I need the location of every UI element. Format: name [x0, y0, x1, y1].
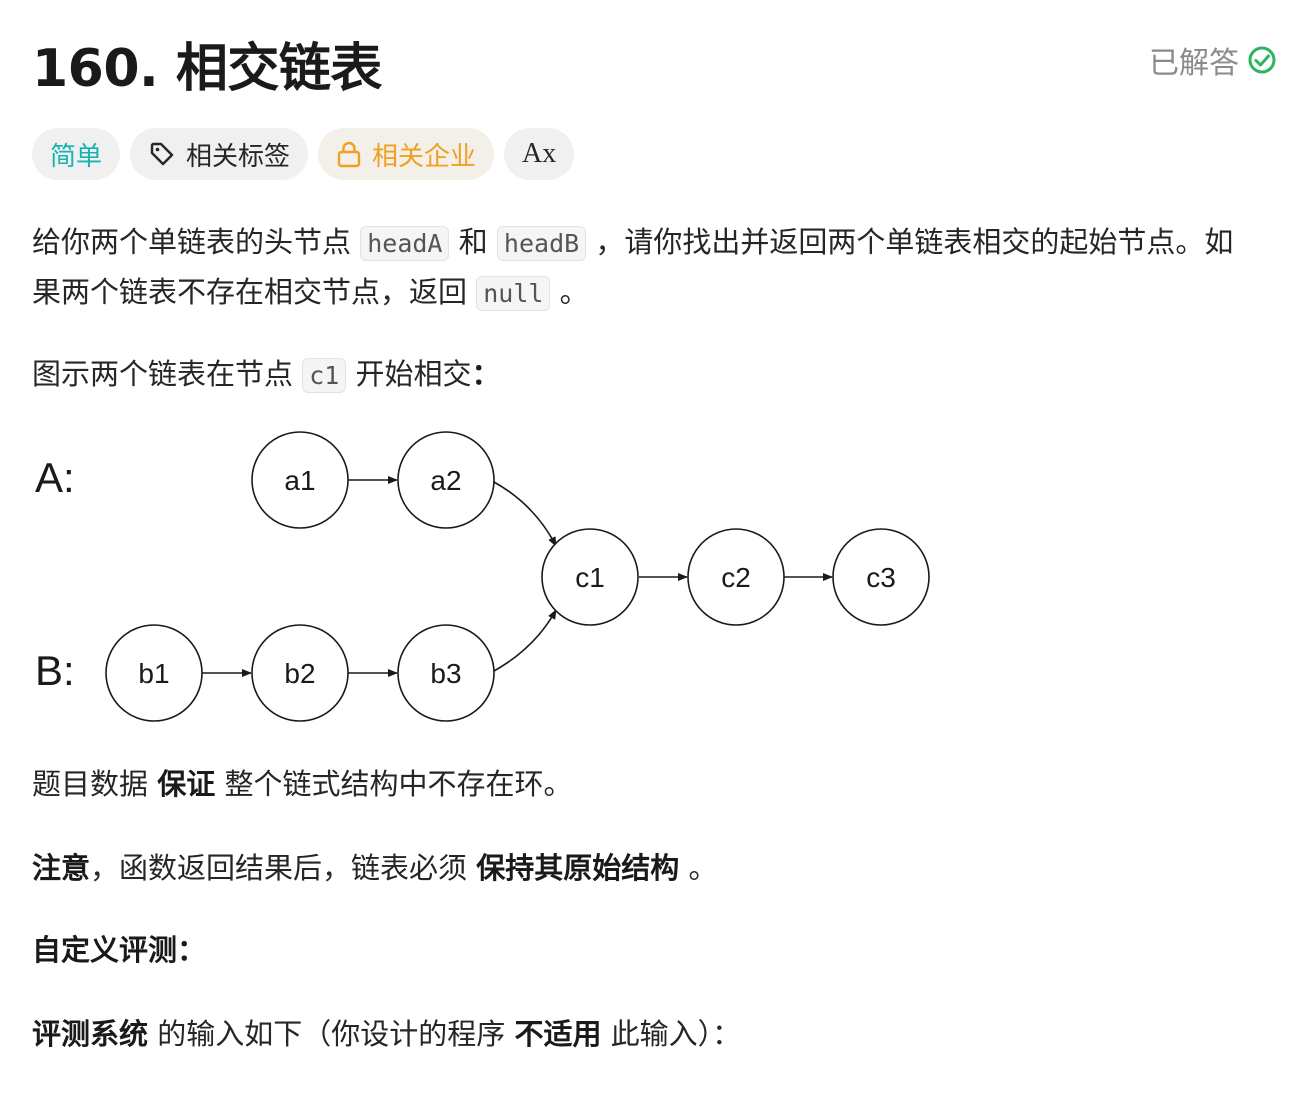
linked-list-diagram: A: B: a1 a2 c1 c2 c3 b1 b2 b3 — [35, 431, 930, 722]
solved-label: 已解答 — [1149, 46, 1239, 81]
node-b2: b2 — [251, 624, 349, 722]
svg-text:c2: c2 — [721, 562, 751, 593]
description-paragraph-1: 给你两个单链表的头节点 headA 和 headB ，请你找出并返回两个单链表相… — [32, 225, 1234, 311]
edge-b3-c1 — [493, 609, 557, 672]
description-paragraph-3: 题目数据 保证 整个链式结构中不存在环。 — [32, 767, 573, 801]
problem-title: 160. 相交链表 — [32, 39, 382, 99]
edge-a2-c1 — [493, 481, 557, 547]
svg-text:b3: b3 — [430, 658, 461, 689]
description-paragraph-4: 注意，函数返回结果后，链表必须 保持其原始结构 。 — [32, 851, 718, 885]
solved-status: 已解答 — [1149, 38, 1277, 82]
svg-text:c3: c3 — [866, 562, 896, 593]
lock-icon — [336, 140, 362, 168]
node-c1: c1 — [541, 528, 639, 626]
description-paragraph-2: 图示两个链表在节点 c1 开始相交： — [32, 357, 501, 393]
difficulty-label: 简单 — [50, 141, 103, 172]
node-b1: b1 — [105, 624, 203, 722]
translate-button[interactable]: Ax — [504, 128, 575, 180]
node-b3: b3 — [397, 624, 495, 722]
tag-icon — [148, 140, 176, 168]
related-tags-button[interactable]: 相关标签 — [130, 128, 309, 180]
related-companies-label: 相关企业 — [372, 141, 477, 172]
problem-header: 160. 相交链表 已解答 — [32, 24, 1277, 99]
node-c2: c2 — [687, 528, 785, 626]
node-c3: c3 — [832, 528, 930, 626]
node-a2: a2 — [397, 431, 495, 529]
related-companies-button[interactable]: 相关企业 — [318, 128, 495, 180]
description-paragraph-6: 评测系统 的输入如下（你设计的程序 不适用 此输入）： — [32, 1017, 742, 1051]
code-headb: headB — [496, 226, 587, 261]
svg-text:c1: c1 — [575, 562, 605, 593]
related-tags-label: 相关标签 — [186, 141, 291, 172]
svg-text:a1: a1 — [284, 465, 315, 496]
check-circle-icon — [1247, 45, 1277, 75]
node-a1: a1 — [251, 431, 349, 529]
tag-bar: 简单 相关标签 相关企业 Ax — [32, 128, 575, 180]
svg-text:b1: b1 — [138, 658, 169, 689]
code-c1: c1 — [302, 358, 347, 393]
difficulty-badge[interactable]: 简单 — [32, 128, 121, 180]
code-heada: headA — [360, 226, 450, 261]
list-a-label: A: — [35, 454, 75, 501]
translate-icon: Ax — [522, 138, 557, 169]
svg-text:b2: b2 — [284, 658, 315, 689]
svg-text:a2: a2 — [430, 465, 461, 496]
code-null: null — [476, 276, 551, 311]
custom-judge-heading: 自定义评测： — [32, 933, 207, 967]
list-b-label: B: — [35, 647, 75, 694]
